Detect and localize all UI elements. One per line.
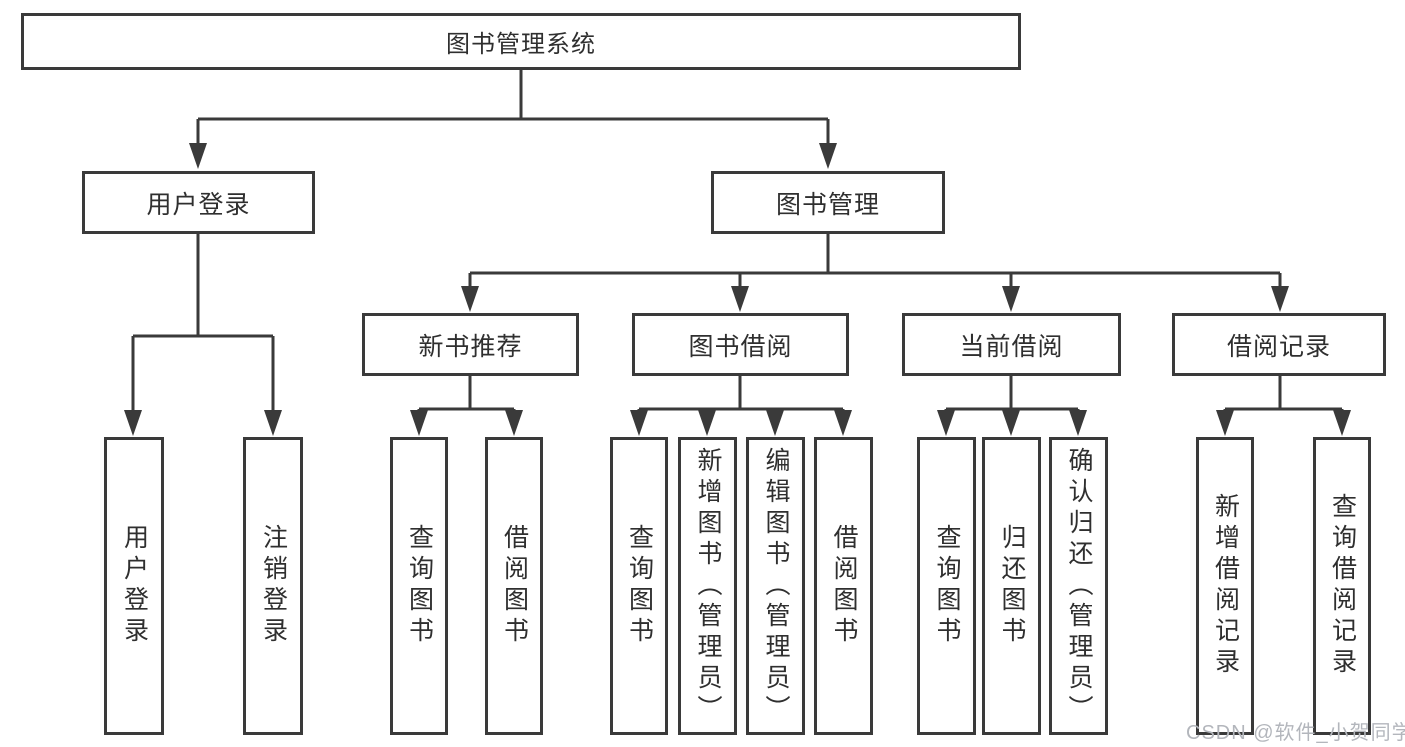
leaf-records-query-record: 查询借阅记录 (1313, 437, 1371, 735)
node-label: 新书推荐 (418, 332, 523, 361)
leaf-borrow-edit-books-admin: 编辑图书（管理员） (746, 437, 805, 735)
node-label: 图书管理系统 (446, 31, 596, 58)
node-user-login: 用户登录 (82, 171, 315, 234)
leaf-label: 新增图书（管理员） (694, 446, 722, 726)
leaf-label: 确认归还（管理员） (1065, 446, 1093, 726)
leaf-borrow-borrow-books: 借阅图书 (814, 437, 873, 735)
node-label: 借阅记录 (1226, 332, 1331, 361)
node-new-book-recommend: 新书推荐 (362, 313, 579, 376)
leaf-label: 借阅图书 (830, 524, 858, 648)
leaf-label: 查询图书 (625, 524, 654, 648)
csdn-watermark: CSDN @软件_小贺同学 (1186, 722, 1405, 744)
leaf-label: 注销登录 (259, 524, 288, 648)
leaf-label: 查询图书 (405, 524, 434, 648)
node-book-borrow: 图书借阅 (632, 313, 849, 376)
leaf-user-login: 用户登录 (104, 437, 164, 735)
leaf-recommend-borrow-books: 借阅图书 (485, 437, 543, 735)
node-borrow-records: 借阅记录 (1172, 313, 1386, 376)
leaf-borrow-add-books-admin: 新增图书（管理员） (678, 437, 737, 735)
leaf-label: 归还图书 (998, 524, 1026, 648)
leaf-borrow-query-books: 查询图书 (610, 437, 668, 735)
leaf-current-return-books: 归还图书 (982, 437, 1041, 735)
node-library-management-system: 图书管理系统 (21, 13, 1021, 70)
leaf-label: 用户登录 (120, 524, 149, 648)
leaf-current-confirm-return-admin: 确认归还（管理员） (1049, 437, 1108, 735)
node-current-borrow: 当前借阅 (902, 313, 1121, 376)
node-book-management: 图书管理 (711, 171, 945, 234)
node-label: 图书管理 (775, 190, 880, 219)
node-label: 图书借阅 (688, 332, 793, 361)
leaf-label: 新增借阅记录 (1211, 493, 1240, 679)
leaf-records-add-record: 新增借阅记录 (1196, 437, 1254, 735)
leaf-label: 借阅图书 (500, 524, 529, 648)
leaf-current-query-books: 查询图书 (917, 437, 976, 735)
node-label: 当前借阅 (959, 332, 1064, 361)
leaf-recommend-query-books: 查询图书 (390, 437, 448, 735)
leaf-label: 编辑图书（管理员） (762, 446, 790, 726)
leaf-label: 查询图书 (933, 524, 961, 648)
leaf-logout: 注销登录 (243, 437, 303, 735)
leaf-label: 查询借阅记录 (1328, 493, 1357, 679)
node-label: 用户登录 (146, 190, 251, 219)
